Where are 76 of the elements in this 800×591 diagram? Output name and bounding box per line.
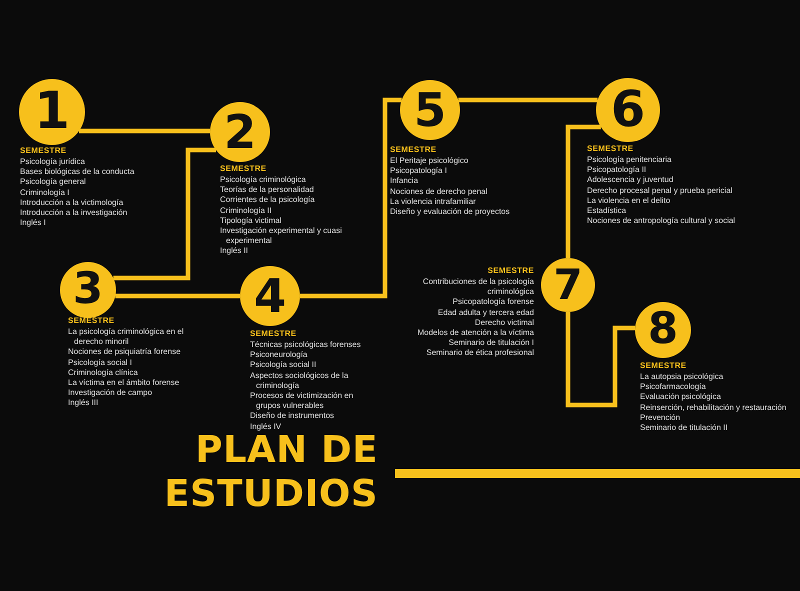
course-name: Seminario de titulación II [640,423,729,434]
semester-number: 4 [254,272,286,320]
course-name: Diseño de instrumentos [250,411,336,422]
course-name: Modelos de atención a la víctima [416,328,534,338]
course-name: Psicología jurídica [20,157,86,168]
course-name: Estadística [587,206,628,216]
semester-heading: SEMESTRE [486,266,534,275]
course-name: Criminología I [20,188,70,198]
connector-line [300,98,402,298]
connector-line [566,312,636,408]
course-name: Derecho victimal [474,318,534,328]
course-name: Infancia [390,176,420,187]
course-name: Técnicas psicológicas forenses [250,340,362,350]
course-name: Inglés III [68,398,100,409]
semester-heading: SEMESTRE [250,329,298,338]
semester-number: 7 [553,264,583,306]
semester-heading: SEMESTRE [640,361,688,370]
course-name: La autopsia psicológica [640,372,724,382]
course-name: Inglés I [20,218,47,228]
semester-number: 2 [224,108,256,156]
connector-line [79,128,210,134]
course-name: Tipología victimal [220,216,283,226]
course-name: Adolescencia y juventud [587,175,674,186]
course-name: Psicopatología forense [452,297,534,308]
course-name: Introducción a la investigación [20,208,128,218]
course-name: Seminario de ética profesional [425,348,534,359]
semester-heading: SEMESTRE [587,144,634,153]
connector-line [566,124,601,258]
course-name: Edad adulta y tercera edad [436,308,534,318]
course-name: Diseño y evaluación de proyectos [390,207,511,218]
course-name: Procesos de victimización en grupos vulnerables [250,391,354,412]
semester-heading: SEMESTRE [68,316,116,325]
course-name: Evaluación psicológica [640,392,722,403]
course-name: Psicología criminológica [220,175,307,186]
course-name: La víctima en el ámbito forense [68,378,180,388]
course-name: Investigación de campo [68,388,154,398]
course-name: Prevención [640,412,682,424]
connector-line [113,148,216,280]
course-name: Criminología clínica [68,368,139,378]
course-name: Psicología general [20,177,87,188]
course-name: Corrientes de la psicología [220,195,316,206]
semester-number: 1 [34,86,70,138]
course-name: Derecho procesal penal y prueba pericial [587,186,734,196]
course-name: Nociones de antropología cultural y social [587,216,736,226]
semester-number: 6 [610,85,646,135]
semester-number: 5 [414,86,446,134]
course-name: Psicofarmacología [640,382,707,392]
course-name: Teorías de la personalidad [220,185,315,196]
semester-heading: SEMESTRE [390,145,438,154]
course-name: Psicopatología I [390,166,448,176]
semester-heading: SEMESTRE [20,146,68,155]
course-name: Psicología social I [68,358,134,368]
connector-line [115,294,240,298]
course-name: Reinserción, rehabilitación y restauración [640,402,788,413]
semester-number: 3 [72,268,104,312]
course-name: Nociones de derecho penal [390,186,488,197]
course-name: La psicología criminológica en el derecho minoril [68,327,185,348]
course-name: Nociones de psiquiatría forense [68,347,182,358]
course-name: Investigación experimental y cuasi experimental [220,226,343,246]
course-name: Contribuciones de la psicología criminológica [422,277,534,298]
course-name: Seminario de titulación I [448,338,534,348]
course-name: Aspectos sociológicos de la criminología [250,370,350,392]
course-name: Inglés II [220,246,250,257]
course-name: Criminología II [220,206,273,216]
course-name: Bases biológicas de la conducta [20,167,136,178]
course-name: El Peritaje psicológico [390,156,470,166]
connector-line [458,98,598,102]
course-name: La violencia intrafamiliar [390,196,477,208]
course-name: Psiconeurología [250,350,308,360]
semester-number: 8 [648,308,678,352]
course-name: Introducción a la victimología [20,198,124,208]
course-name: La violencia en el delito [587,196,672,206]
course-name: Psicología penitenciaria [587,155,672,166]
semester-heading: SEMESTRE [220,164,268,173]
course-name: Psicopatología II [587,165,648,176]
course-name: Psicología social II [250,360,318,371]
